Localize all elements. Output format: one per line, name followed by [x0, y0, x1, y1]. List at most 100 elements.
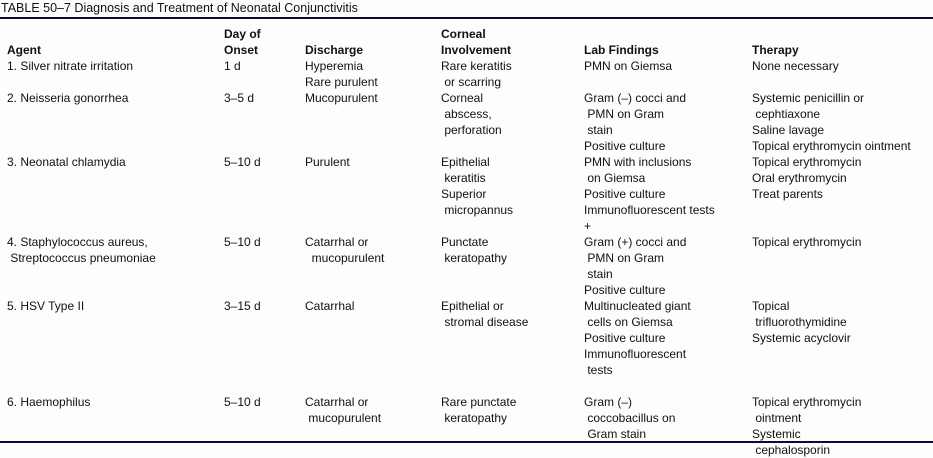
cell-agent: 5. HSV Type II: [7, 298, 84, 314]
cell-line: PMN on Gram: [584, 107, 665, 121]
cell-line: +: [584, 219, 592, 233]
cell-discharge: Catarrhal or mucopurulent: [305, 394, 381, 426]
cell-line: Gram (+) cocci and: [584, 235, 687, 249]
cell-onset: 5–10 d: [224, 234, 261, 250]
cell-line: Topical: [752, 299, 790, 313]
cell-lab: Gram (–) coccobacillus on Gram stain: [584, 394, 675, 442]
cell-line: Catarrhal or: [305, 395, 369, 409]
cell-line: Systemic: [752, 427, 801, 441]
cell-line: stromal disease: [441, 315, 529, 329]
column-header-agent: Agent: [7, 26, 41, 58]
cell-onset: 1 d: [224, 58, 241, 74]
cell-line: Gram (–): [584, 395, 632, 409]
cell-line: Therapy: [752, 43, 799, 57]
cell-line: Multinucleated giant: [584, 299, 691, 313]
cell-line: Saline lavage: [752, 123, 825, 137]
cell-agent: 4. Staphylococcus aureus, Streptococcus …: [7, 234, 156, 266]
cell-line: Gram stain: [584, 427, 647, 441]
cell-line: Gram (–) cocci and: [584, 91, 687, 105]
cell-discharge: Purulent: [305, 154, 350, 170]
cell-line: Immunofluorescent tests: [584, 203, 715, 217]
cell-line: Rare purulent: [305, 75, 378, 89]
cell-line: cephtiaxone: [752, 107, 821, 121]
cell-corneal: Rare keratitis or scarring: [441, 58, 512, 90]
cell-line: Topical erythromycin: [752, 155, 862, 169]
cell-line: Superior: [441, 187, 487, 201]
cell-line: Involvement: [441, 43, 512, 57]
cell-therapy: None necessary: [752, 58, 839, 74]
cell-line: Lab Findings: [584, 43, 659, 57]
cell-line: Discharge: [305, 43, 364, 57]
cell-line: mucopurulent: [305, 251, 385, 265]
cell-line: 3–5 d: [224, 91, 255, 105]
cell-line: Mucopurulent: [305, 91, 378, 105]
cell-line: Rare keratitis: [441, 59, 512, 73]
cell-line: or scarring: [441, 75, 502, 89]
cell-line: None necessary: [752, 59, 839, 73]
cell-agent: 3. Neonatal chlamydia: [7, 154, 126, 170]
table-title: TABLE 50–7 Diagnosis and Treatment of Ne…: [1, 1, 358, 15]
cell-line: on Giemsa: [584, 171, 646, 185]
cell-line: mucopurulent: [305, 411, 382, 425]
cell-lab: PMN on Giemsa: [584, 58, 672, 74]
cell-line: keratitis: [441, 171, 486, 185]
cell-onset: 5–10 d: [224, 154, 261, 170]
cell-line: Hyperemia: [305, 59, 364, 73]
cell-line: Punctate: [441, 235, 489, 249]
cell-line: 1. Silver nitrate irritation: [7, 59, 134, 73]
cell-line: PMN on Giemsa: [584, 59, 673, 73]
cell-line: perforation: [441, 123, 502, 137]
cell-line: cells on Giemsa: [584, 315, 673, 329]
cell-line: 5. HSV Type II: [7, 299, 85, 313]
cell-line: 2. Neisseria gonorrhea: [7, 91, 129, 105]
cell-line: keratopathy: [441, 251, 508, 265]
bottom-rule: [0, 441, 933, 443]
cell-line: coccobacillus on: [584, 411, 676, 425]
cell-line: Corneal: [441, 91, 484, 105]
cell-line: 6. Haemophilus: [7, 395, 91, 409]
cell-corneal: Epithelial or stromal disease: [441, 298, 528, 330]
cell-onset: 5–10 d: [224, 394, 261, 410]
cell-line: [305, 26, 363, 42]
cell-line: Topical erythromycin: [752, 395, 862, 409]
cell-corneal: Punctate keratopathy: [441, 234, 507, 266]
cell-line: 4. Staphylococcus aureus,: [7, 235, 148, 249]
cell-line: Treat parents: [752, 187, 823, 201]
column-header-lab: Lab Findings: [584, 26, 659, 58]
cell-line: Streptococcus pneumoniae: [7, 251, 156, 265]
cell-line: Topical erythromycin ointment: [752, 139, 911, 153]
cell-onset: 3–15 d: [224, 298, 261, 314]
cell-discharge: Catarrhal: [305, 298, 354, 314]
cell-line: Positive culture: [584, 283, 666, 297]
cell-line: 5–10 d: [224, 155, 261, 169]
cell-line: ointment: [752, 411, 802, 425]
column-header-therapy: Therapy: [752, 26, 799, 58]
cell-line: 5–10 d: [224, 395, 261, 409]
cell-line: trifluorothymidine: [752, 315, 847, 329]
cell-line: Positive culture: [584, 187, 666, 201]
cell-line: Systemic penicillin or: [752, 91, 865, 105]
cell-line: [752, 26, 799, 42]
cell-line: 5–10 d: [224, 235, 261, 249]
cell-line: stain: [584, 267, 613, 281]
cell-line: stain: [584, 123, 613, 137]
cell-line: cephalosporin: [752, 443, 831, 457]
cell-line: Purulent: [305, 155, 350, 169]
cell-line: Epithelial: [441, 155, 490, 169]
cell-line: PMN on Gram: [584, 251, 665, 265]
cell-line: [7, 26, 41, 42]
cell-line: Epithelial or: [441, 299, 504, 313]
cell-onset: 3–5 d: [224, 90, 254, 106]
cell-corneal: Corneal abscess, perforation: [441, 90, 502, 138]
cell-line: Agent: [7, 43, 41, 57]
